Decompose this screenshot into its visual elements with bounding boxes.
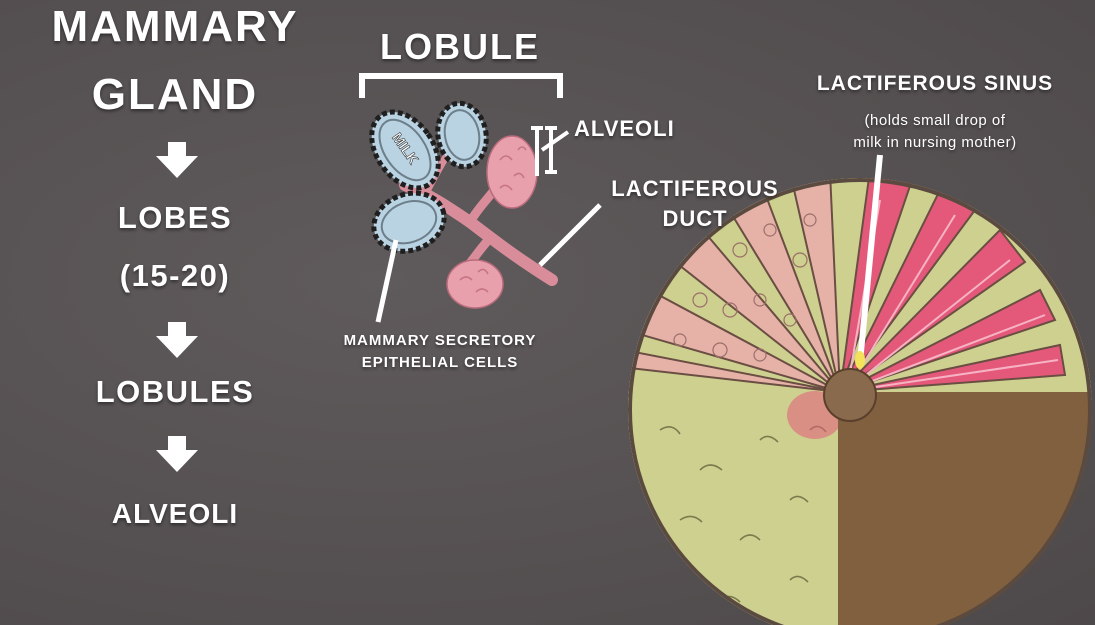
milk-drop [855, 351, 865, 369]
sinus-note-line2: milk in nursing mother) [780, 132, 1090, 153]
alveoli-pointer-label: ALVEOLI [574, 116, 675, 142]
lobule-title: LOBULE [360, 26, 560, 68]
lobule-bracket [362, 76, 560, 98]
cells-label-line2: EPITHELIAL CELLS [300, 352, 580, 374]
sinus-label: LACTIFEROUS SINUS [780, 72, 1090, 96]
alveoli-pointer [542, 132, 568, 150]
mammary-gland-cross-section [600, 170, 1095, 625]
duct-label-line1: LACTIFEROUS [590, 176, 800, 202]
duct-label-line2: DUCT [590, 206, 800, 232]
milk-alveoli [358, 99, 491, 260]
cells-label-line1: MAMMARY SECRETORY [300, 330, 580, 352]
cells-pointer [378, 240, 396, 322]
sinus-note-line1: (holds small drop of [780, 110, 1090, 131]
